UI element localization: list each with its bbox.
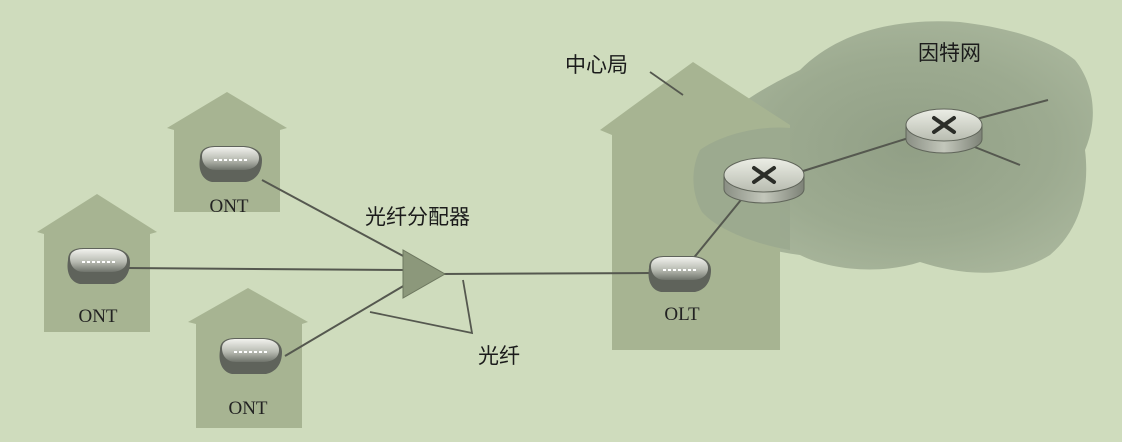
ont-label-left: ONT [78,306,117,327]
ont-label-bottom: ONT [228,398,267,419]
olt-label: OLT [664,304,700,325]
olt-device [649,256,712,292]
router-icon-2 [906,109,982,153]
splitter-label: 光纤分配器 [365,205,470,229]
central-office-label: 中心局 [565,53,628,77]
router-icon-1 [724,158,804,203]
ont-device-left [68,248,131,284]
splitter-icon [403,250,445,298]
ont-device-top [200,146,263,182]
ont-device-bottom [220,338,283,374]
ont-label-top: ONT [209,196,248,217]
fiber-left [120,268,405,270]
internet-label: 因特网 [918,41,981,65]
fiber-label: 光纤 [478,344,520,368]
fiber-trunk [440,273,650,274]
